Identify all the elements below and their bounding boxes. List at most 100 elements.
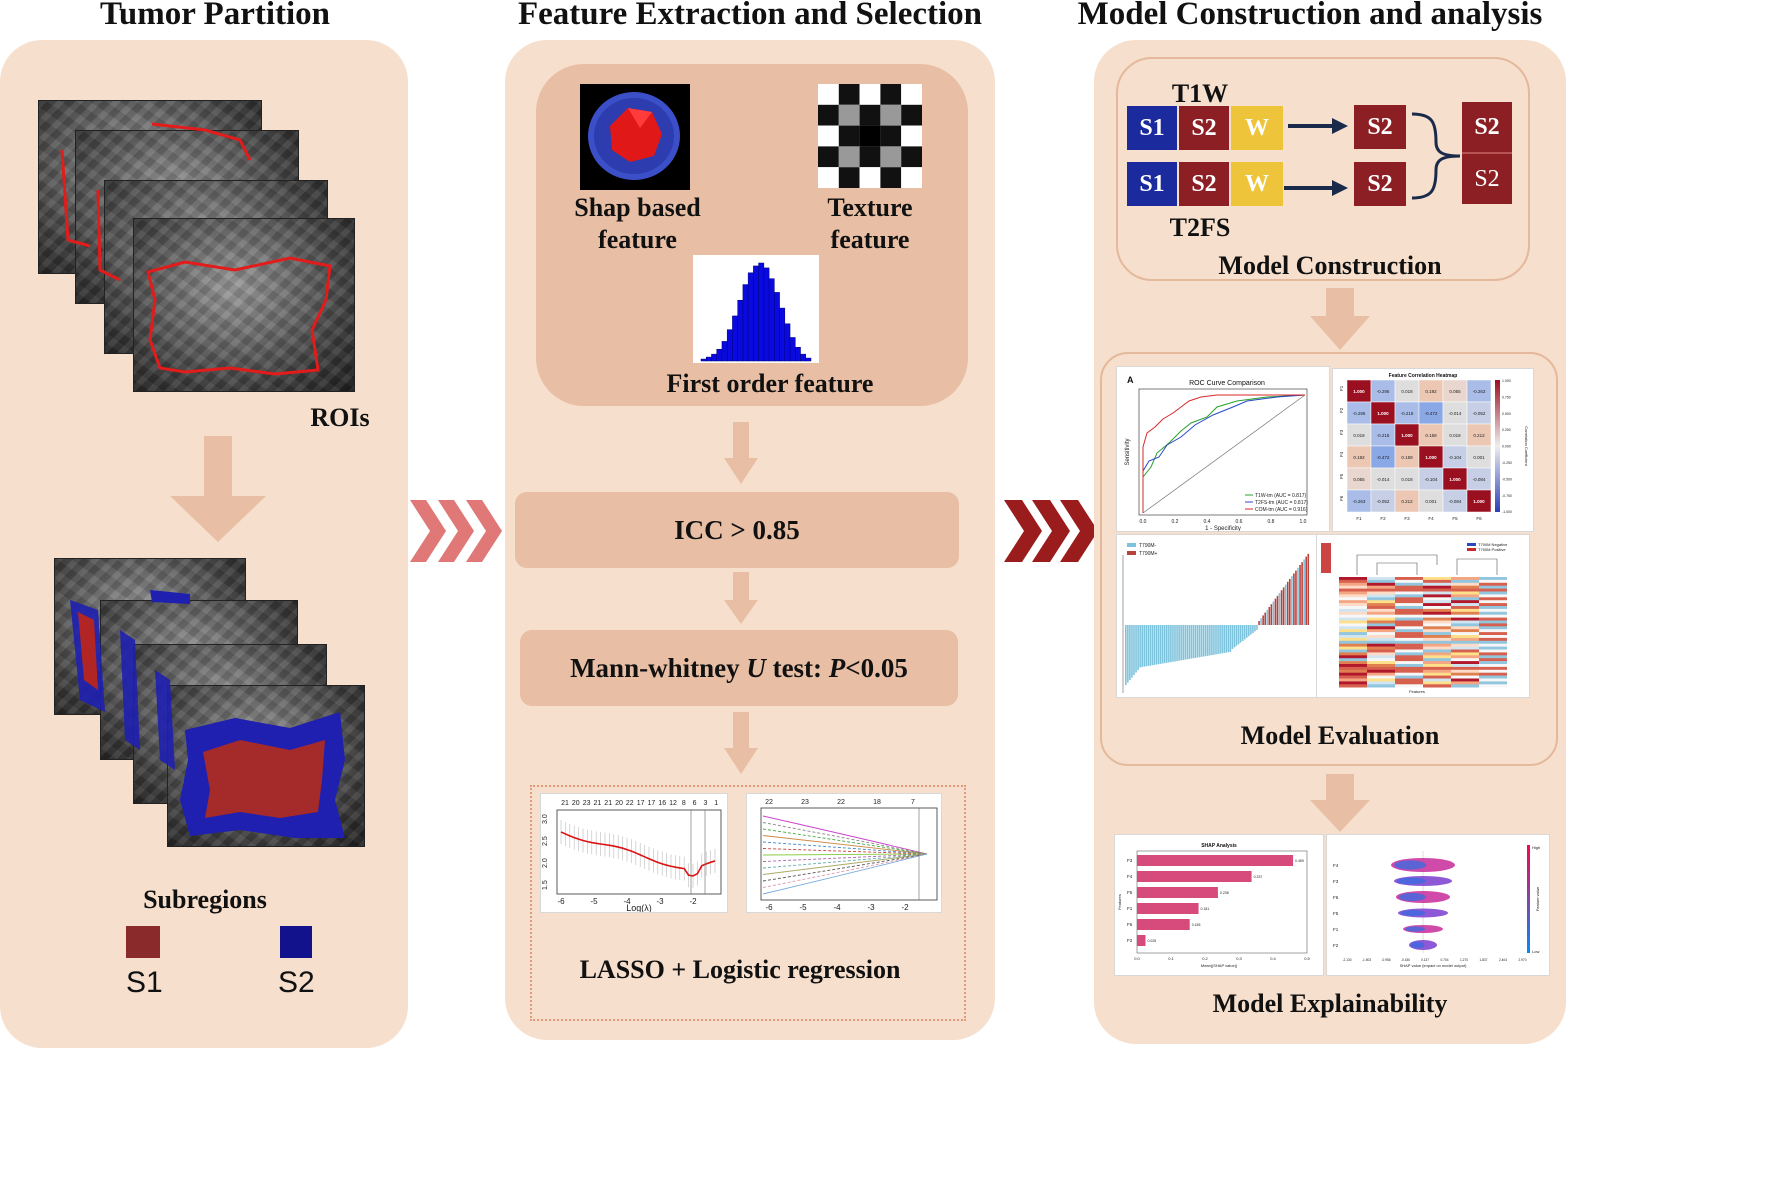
cluster-cell [1479,583,1507,586]
beeswarm-xtick: 2.970 [1519,958,1527,962]
shap-bar-value: 0.025 [1148,939,1157,943]
cluster-cell [1423,612,1451,615]
cluster-cell [1479,623,1507,626]
cluster-cell [1395,577,1423,580]
row1-s2: S2 [1179,106,1229,150]
cluster-cell [1451,641,1479,644]
beeswarm-colorbar [1527,845,1530,953]
cluster-cell [1367,635,1395,638]
cluster-cell [1339,629,1367,632]
cluster-cell [1451,658,1479,661]
cluster-cell [1367,609,1395,612]
corr-value: -0.084 [1449,499,1462,504]
beeswarm-xtick: 0.137 [1421,958,1429,962]
cluster-cell [1423,600,1451,603]
checker-cell [839,167,860,188]
coef-x-tick: -6 [765,903,773,912]
waterfall-bar [1236,625,1238,646]
waterfall-legend-swatch-neg [1127,543,1136,547]
cluster-cell [1339,670,1367,673]
shap-bar [1137,903,1199,914]
corr-value: 0.055 [1353,477,1365,482]
waterfall-bar [1193,625,1195,658]
cluster-cell [1479,635,1507,638]
cluster-cell [1479,652,1507,655]
icc-filter-box: ICC > 0.85 [515,492,959,568]
corr-colorbar-tick: 0.000 [1502,445,1511,449]
shap-bar-value: 0.337 [1254,875,1263,879]
cluster-cell [1423,684,1451,687]
cluster-cell [1451,647,1479,650]
coef-x-tick: -4 [833,903,841,912]
waterfall-bar [1135,625,1137,673]
corr-col-label: F1 [1356,516,1362,521]
cluster-cell [1423,673,1451,676]
cluster-cell [1367,652,1395,655]
waterfall-plot: T790M-T790M+ [1116,534,1318,698]
cluster-cell [1451,661,1479,664]
beeswarm-violin-low [1394,860,1426,869]
beeswarm-xlabel: SHAP value (impact on model output) [1400,963,1468,968]
checker-cell [818,126,839,147]
waterfall-bar [1269,607,1271,625]
cluster-cell [1367,641,1395,644]
corr-colorbar-tick: 0.250 [1502,428,1511,432]
cluster-cell [1367,612,1395,615]
row1-arrow [1288,118,1348,134]
corr-value: 0.018 [1401,477,1413,482]
cluster-cell [1479,603,1507,606]
waterfall-bar [1176,625,1178,661]
waterfall-bar [1250,625,1252,635]
waterfall-bar [1207,625,1209,656]
cluster-cell [1367,679,1395,682]
cluster-cell [1423,594,1451,597]
waterfall-bar [1180,625,1182,660]
model-explainability-label: Model Explainability [1180,986,1480,1022]
cluster-cell [1423,626,1451,629]
beeswarm-low: Low [1532,949,1539,954]
corr-value: 1.000 [1401,433,1413,438]
cluster-cell [1479,615,1507,618]
cluster-cell [1479,670,1507,673]
lasso-cv-plot: 212023212120221717161286313.02.52.01.5-6… [540,793,728,913]
beeswarm-violin-low [1401,910,1426,916]
cluster-cell [1479,638,1507,641]
checker-cell [880,146,901,167]
beeswarm-violin-low [1410,942,1424,949]
cluster-cell [1339,658,1367,661]
checker-cell [818,146,839,167]
waterfall-bar [1248,625,1250,636]
cluster-cell [1451,592,1479,595]
cluster-cell [1367,661,1395,664]
histogram-bar [785,324,790,361]
down-arrow-construction [1310,288,1370,350]
waterfall-bar [1299,565,1301,625]
corr-row-label: F6 [1339,495,1344,501]
waterfall-bar [1199,625,1201,657]
lasso-x-tick: -5 [590,897,598,906]
waterfall-bar [1187,625,1189,659]
cluster-cell [1339,635,1367,638]
waterfall-bar [1154,625,1156,665]
beeswarm-xtick: 0.704 [1441,958,1449,962]
cluster-cell [1367,594,1395,597]
cluster-cell [1395,667,1423,670]
shap-bar-xtick: 0.2 [1202,956,1208,961]
lasso-top-tick: 12 [669,800,677,807]
histogram-bar [717,349,722,361]
roc-x-tick: 0.2 [1172,519,1179,525]
waterfall-bar [1133,625,1135,675]
cluster-cell [1367,676,1395,679]
cluster-cell [1423,580,1451,583]
histogram-bar [738,300,743,361]
waterfall-bar [1258,621,1260,625]
shap-bar-plot: SHAP Analysis0.459F30.337F40.238F50.181F… [1114,834,1324,976]
waterfall-bar [1266,610,1268,625]
first-order-histogram [693,255,819,363]
texture-feature-label-line2: feature [805,222,935,258]
cluster-cell [1451,681,1479,684]
cluster-cell [1423,667,1451,670]
waterfall-bar [1129,625,1131,680]
cluster-cell [1367,580,1395,583]
cluster-cell [1339,580,1367,583]
